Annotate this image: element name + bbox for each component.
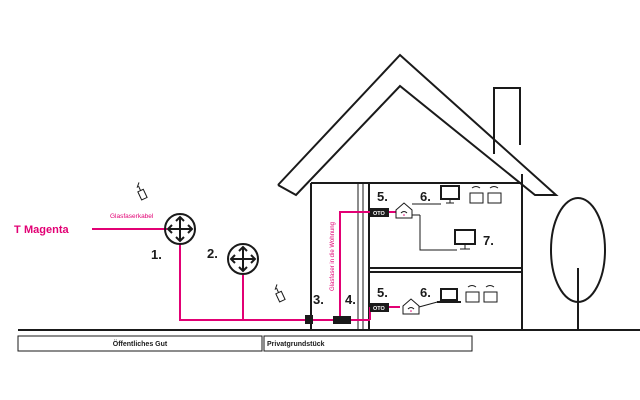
laptop-icon xyxy=(437,288,461,303)
cable-to-tv xyxy=(419,215,457,251)
step-5-label-lower: 5. xyxy=(377,285,388,300)
phone-icon-upper-2 xyxy=(487,186,502,204)
house-roof xyxy=(277,53,559,197)
phone-icon-lower-1 xyxy=(465,285,480,303)
oto-lower: OTO xyxy=(370,303,389,312)
tool-icon xyxy=(136,182,148,201)
step-2-label: 2. xyxy=(207,246,218,261)
step-6-label-upper: 6. xyxy=(420,189,431,204)
private-area-bar: Privatgrundstück xyxy=(263,335,473,352)
magenta-logo: T Magenta xyxy=(14,224,70,236)
oto-label-2: OTO xyxy=(373,306,386,312)
oto-upper: OTO xyxy=(370,208,389,217)
public-area-label: Öffentliches Gut xyxy=(113,339,168,348)
building-entry-box xyxy=(305,315,313,324)
fiber-paths xyxy=(92,211,400,321)
step-1-label: 1. xyxy=(151,247,162,262)
fiber-riser xyxy=(339,211,370,320)
tool-icon-2 xyxy=(274,284,286,303)
tree-icon xyxy=(550,197,606,330)
step-6-label-lower: 6. xyxy=(420,285,431,300)
fiber-path-node1 xyxy=(179,244,308,321)
house xyxy=(277,53,559,330)
monitor-icon xyxy=(440,185,460,204)
cable-to-laptop xyxy=(418,300,442,308)
private-area-label: Privatgrundstück xyxy=(267,341,325,348)
network-termination-box xyxy=(333,316,351,324)
tv-icon xyxy=(454,229,476,250)
step-4-label: 4. xyxy=(345,292,356,307)
cable-label: Glasfaserkabel xyxy=(110,213,154,220)
phone-icon-upper-1 xyxy=(469,186,484,204)
logo-text: Magenta xyxy=(24,224,70,236)
phone-icon-lower-2 xyxy=(483,285,498,303)
house-chimney xyxy=(493,87,521,154)
oto-label: OTO xyxy=(373,211,386,217)
router-icon xyxy=(164,213,196,245)
step-7-label: 7. xyxy=(483,233,494,248)
public-area-bar: Öffentliches Gut xyxy=(17,335,263,352)
logo-letter: T xyxy=(14,224,21,236)
router-icon-2 xyxy=(227,243,259,275)
step-3-label: 3. xyxy=(313,292,324,307)
step-5-label-upper: 5. xyxy=(377,189,388,204)
wifi-router-icon xyxy=(395,202,413,219)
wifi-router-icon-2 xyxy=(402,298,420,315)
fiber-in-home-label: Glasfaser in die Wohnung xyxy=(330,222,336,291)
